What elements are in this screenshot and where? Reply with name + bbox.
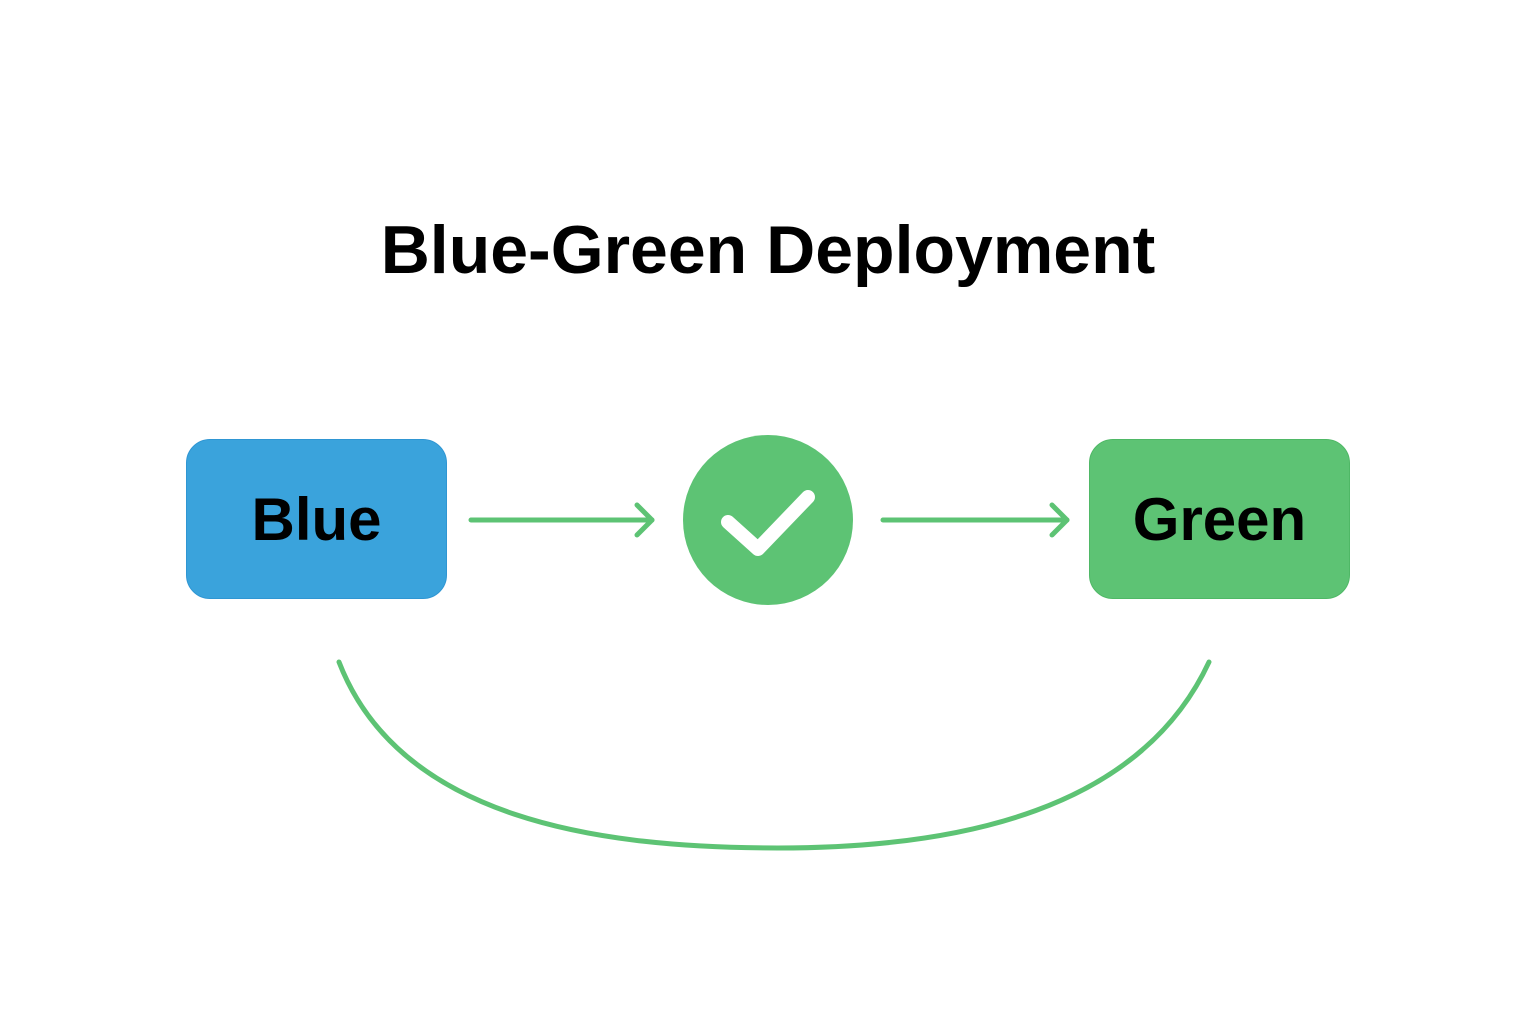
check-circle-icon bbox=[683, 435, 853, 605]
arrow-head-icon bbox=[634, 502, 655, 538]
green-node-label: Green bbox=[1132, 485, 1307, 553]
diagram-title: Blue-Green Deployment bbox=[380, 212, 1156, 288]
blue-node-label: Blue bbox=[251, 485, 382, 553]
arrow-blue-to-check bbox=[468, 502, 655, 538]
blue-environment-node: Blue bbox=[186, 439, 447, 599]
arrow-head-icon bbox=[1049, 502, 1070, 538]
arrow-check-to-green bbox=[880, 502, 1070, 538]
curved-connector-blue-green bbox=[336, 659, 1212, 851]
green-environment-node: Green bbox=[1089, 439, 1350, 599]
check-circle-background bbox=[683, 435, 853, 605]
checkmark-icon bbox=[721, 490, 815, 556]
